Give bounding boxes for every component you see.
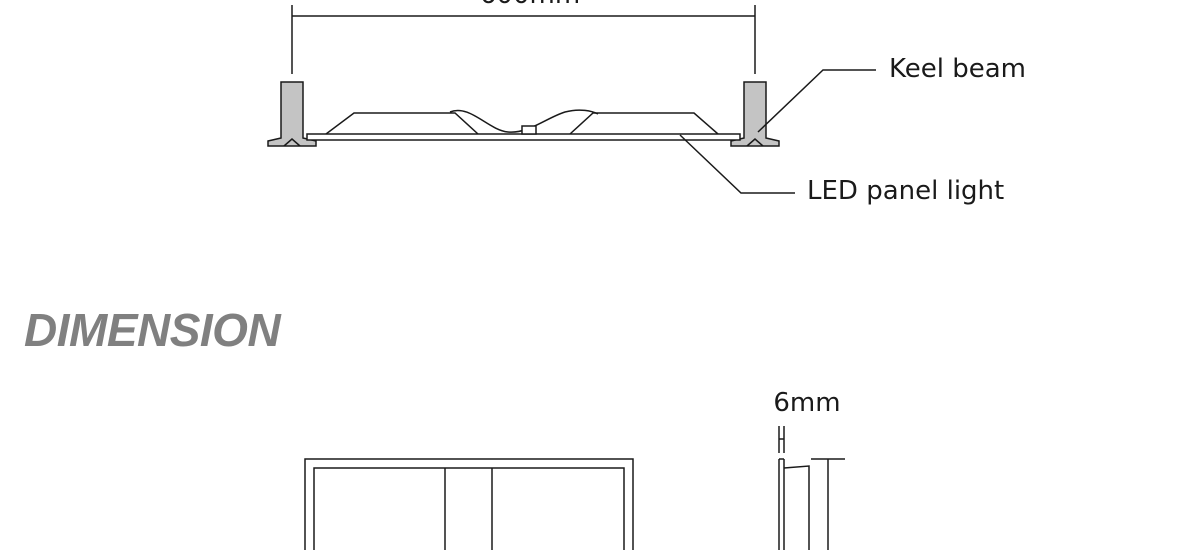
width-dimension — [291, 5, 756, 74]
thickness-label: 6mm — [773, 388, 840, 418]
panel-outer-frame — [304, 458, 634, 550]
led-panel-housing-right — [569, 112, 719, 135]
led-panel-plate — [306, 133, 741, 141]
thickness-dimension — [778, 426, 785, 453]
panel-front-view — [304, 458, 634, 550]
led-panel-leader — [679, 134, 795, 194]
led-panel-driver — [521, 125, 537, 135]
led-panel-housing-left — [325, 112, 479, 135]
panel-inner-frame — [313, 467, 625, 550]
panel-side-view — [778, 458, 845, 550]
keel-beam-left-notch — [283, 138, 301, 147]
led-panel-label: LED panel light — [807, 176, 1004, 206]
led-panel-section — [306, 109, 741, 141]
keel-beam-left — [267, 81, 317, 147]
side-profile-housing — [783, 465, 810, 550]
keel-beam-right-notch — [746, 138, 764, 147]
width-label: 600mm — [480, 0, 580, 10]
keel-beam-leader — [757, 69, 876, 133]
keel-beam-label: Keel beam — [889, 54, 1026, 84]
section-title: DIMENSION — [24, 304, 281, 356]
